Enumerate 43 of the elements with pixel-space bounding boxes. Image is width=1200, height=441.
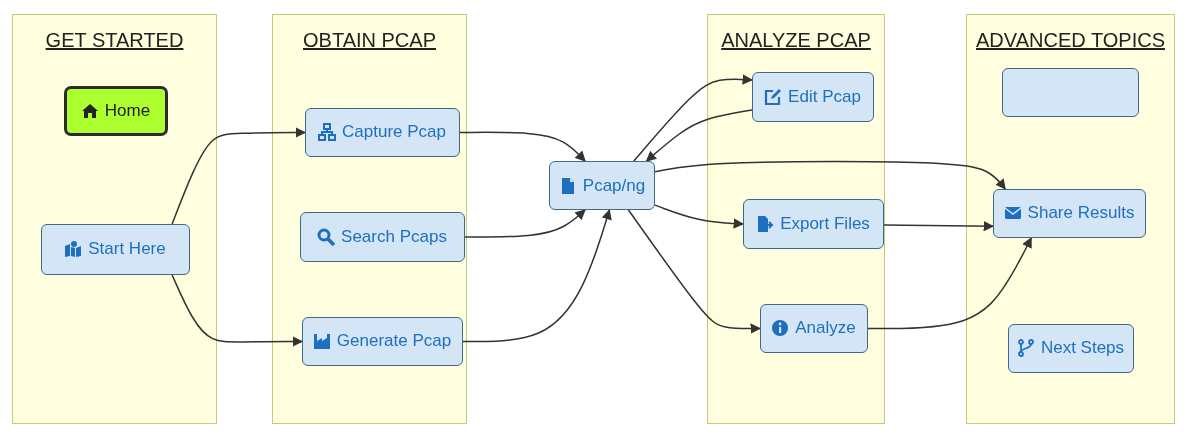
box-label: Home — [104, 100, 151, 121]
process-box — [299, 211, 465, 262]
box-label: Pcap/ng — [582, 175, 646, 196]
swimlane-band — [12, 14, 217, 424]
box-label: Analyze — [795, 318, 856, 338]
column-heading: OBTAIN PCAP — [303, 29, 436, 52]
process-box — [301, 316, 463, 366]
column-heading: ANALYZE PCAP — [721, 29, 871, 52]
empty-box — [1001, 67, 1139, 117]
box-label: Edit Pcap — [788, 86, 861, 107]
process-box — [1007, 323, 1134, 373]
arrow — [883, 220, 995, 232]
process-box — [63, 85, 168, 136]
column-heading: ADVANCED TOPICS — [976, 29, 1165, 52]
process-box — [759, 303, 868, 353]
arrow — [645, 109, 753, 162]
arrow — [464, 209, 586, 238]
box-label: Capture Pcap — [342, 122, 446, 142]
arrow — [171, 274, 304, 347]
arrow — [171, 127, 307, 225]
arrow — [462, 209, 612, 343]
box-label: Share Results — [1027, 203, 1135, 223]
arrow — [633, 74, 754, 162]
swimlane-band — [272, 14, 467, 424]
box-label: Generate Pcap — [336, 331, 452, 351]
process-box — [304, 107, 460, 157]
process-box — [549, 161, 655, 210]
process-box — [992, 188, 1146, 238]
process-box — [742, 198, 884, 249]
box-label: Next Steps — [1040, 338, 1125, 358]
process-box — [751, 71, 874, 122]
arrow — [654, 160, 1006, 190]
box-label: Search Pcaps — [341, 226, 447, 247]
arrow — [867, 237, 1032, 330]
arrow — [627, 209, 762, 334]
swimlane-band — [966, 14, 1175, 424]
box-label: Export Files — [780, 213, 870, 234]
box-label: Start Here — [88, 239, 166, 259]
column-heading: GET STARTED — [45, 29, 184, 52]
swimlane-band — [707, 14, 885, 424]
process-box — [40, 223, 190, 275]
arrow — [654, 204, 745, 229]
arrow — [459, 131, 586, 162]
